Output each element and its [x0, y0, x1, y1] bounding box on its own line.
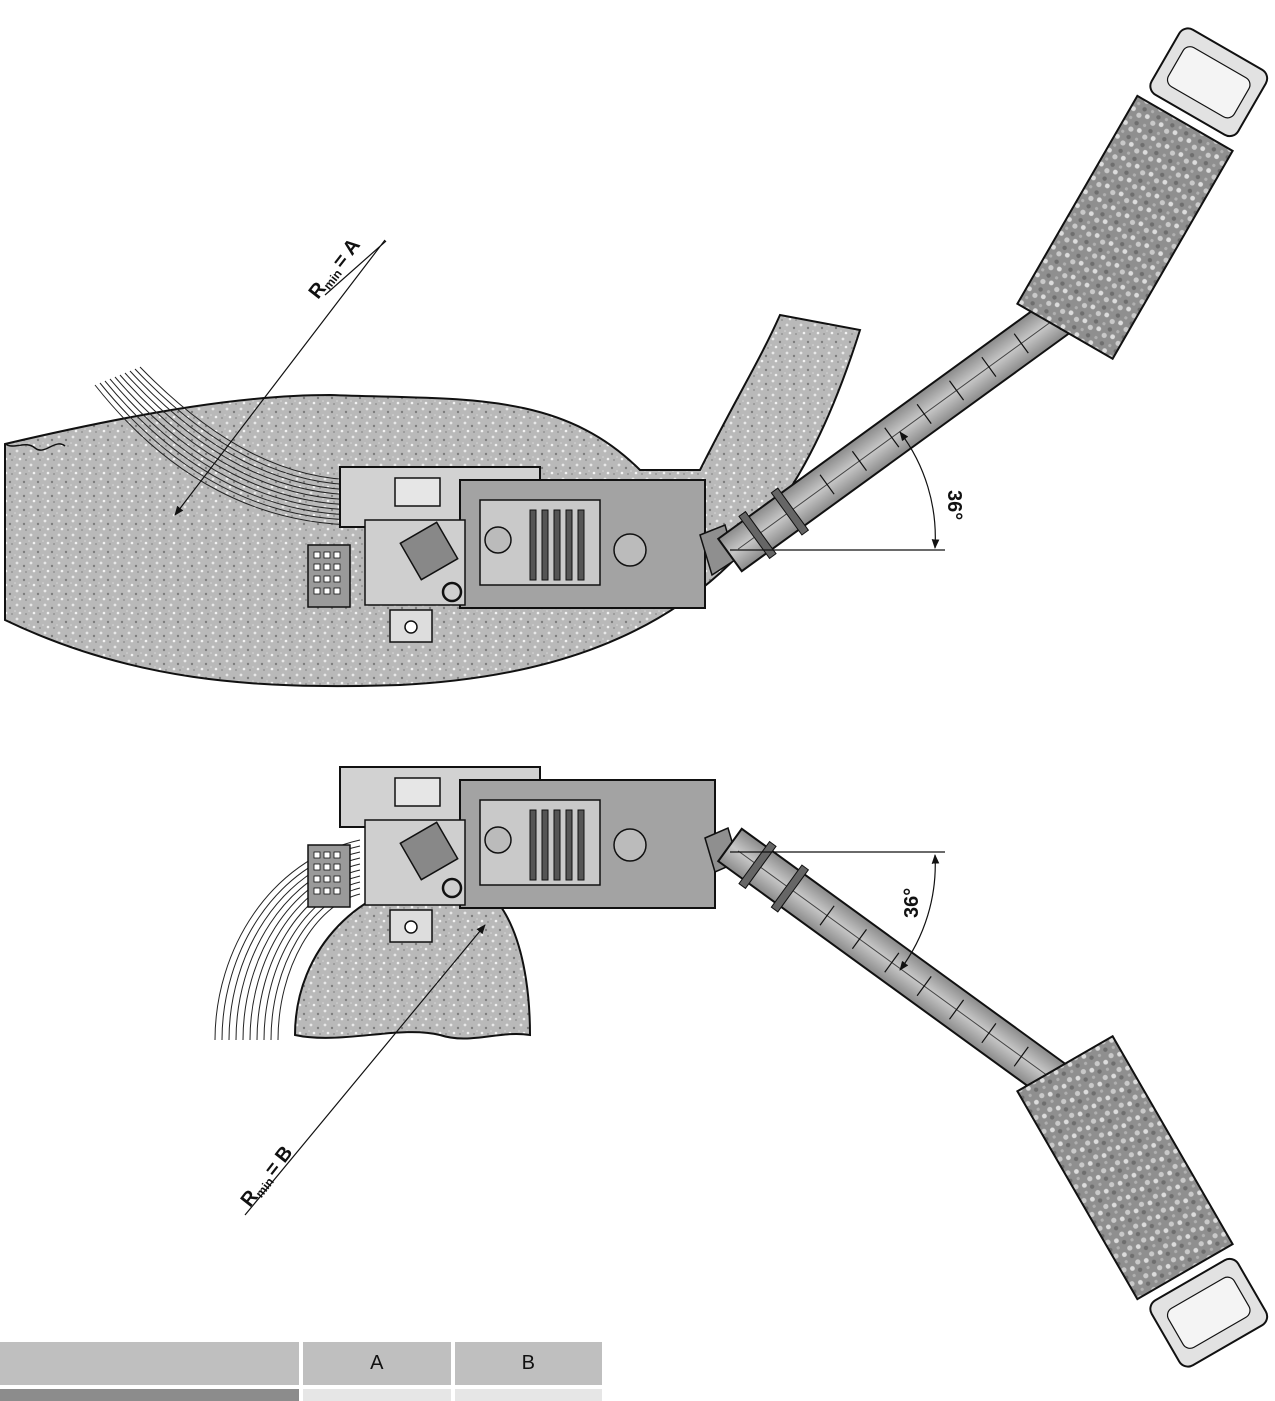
radius-table-grid: A B — [0, 1342, 606, 1401]
bottom-unpaved-lines — [214, 839, 361, 1041]
top-truck — [1016, 27, 1269, 361]
bottom-paver — [307, 766, 739, 943]
bottom-turning-view: Rmin= B — [214, 766, 1269, 1368]
table-row-label-cell — [0, 1389, 300, 1401]
top-paver — [307, 466, 736, 643]
top-turning-view: Rmin= A — [4, 27, 1269, 688]
top-radius-line — [174, 239, 386, 516]
radius-table: A B — [0, 1342, 602, 1401]
bottom-angle-label: 36° — [901, 888, 923, 918]
table-header-a: A — [303, 1342, 451, 1385]
bottom-truck — [1016, 1034, 1269, 1368]
top-unpaved-lines — [94, 366, 361, 526]
bottom-radius-line — [244, 924, 486, 1216]
bottom-angle-annotation: 36° — [730, 851, 945, 971]
bottom-conveyor — [716, 827, 1124, 1139]
table-cell-a — [303, 1389, 451, 1401]
table-row — [0, 1389, 602, 1401]
bottom-paved-area — [293, 876, 532, 1040]
bottom-radius-label: Rmin= B — [237, 1142, 299, 1212]
table-header-blank — [0, 1342, 300, 1385]
top-radius-label: Rmin= A — [305, 235, 366, 304]
table-cell-b — [454, 1389, 602, 1401]
table-header-row: A B — [0, 1342, 602, 1385]
table-header-b: B — [454, 1342, 602, 1385]
top-angle-label: 36° — [943, 490, 965, 520]
top-angle-annotation: 36° — [730, 431, 965, 551]
